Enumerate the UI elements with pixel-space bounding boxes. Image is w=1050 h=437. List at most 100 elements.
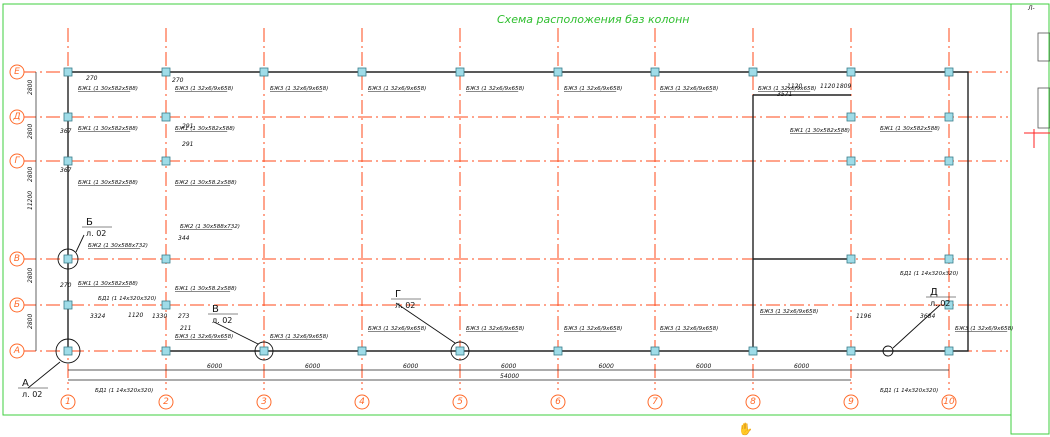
axis-bubble-col-10 bbox=[941, 394, 957, 410]
axis-bubble-col-4 bbox=[354, 394, 370, 410]
axis-bubble-row-Д bbox=[9, 109, 25, 125]
left-dimension-value: 2800 bbox=[27, 167, 34, 182]
small-dimension-value: 1120 bbox=[787, 83, 802, 90]
axis-bubble-row-label: Е bbox=[14, 67, 20, 77]
callout-sheet: л. 02 bbox=[395, 301, 415, 310]
total-dimension-value: 54000 bbox=[500, 373, 519, 380]
base-label: БЖ1 (1 30х582х588) bbox=[78, 126, 138, 132]
span-dimension-value: 6000 bbox=[501, 363, 516, 370]
base-label: БЖ3 (1 32х6/9х658) bbox=[660, 86, 718, 92]
small-dimension-value: 273 bbox=[178, 313, 190, 320]
side-detail-box-2 bbox=[1037, 87, 1050, 129]
axis-bubble-col-1 bbox=[60, 394, 76, 410]
small-dimension-value: 1120 bbox=[128, 312, 143, 319]
left-dimension-value: 2800 bbox=[27, 314, 34, 329]
side-frame bbox=[1010, 3, 1050, 435]
column-base bbox=[846, 346, 856, 356]
callout-sheet: л. 02 bbox=[930, 299, 950, 308]
base-label: БЖ3 (1 32х6/9х658) bbox=[466, 326, 524, 332]
axis-bubble-row-label: А bbox=[13, 346, 20, 356]
column-base bbox=[553, 346, 563, 356]
axis-bubble-row-label: Д bbox=[12, 112, 20, 122]
callout-leader bbox=[75, 234, 85, 253]
base-label: БЖ2 (1 30х588х732) bbox=[88, 243, 148, 249]
axis-bubble-col-2 bbox=[158, 394, 174, 410]
column-base bbox=[455, 67, 465, 77]
base-label: БЖ3 (1 32х6/9х658) bbox=[660, 326, 718, 332]
column-base bbox=[944, 346, 954, 356]
axis-bubble-row-Г bbox=[9, 153, 25, 169]
base-labels: БЖ1 (1 30х582х588) БЖ3 (1 32х6/9х658) БЖ3 … bbox=[78, 86, 1013, 394]
small-dimension-value: 367 bbox=[60, 167, 72, 174]
axis-bubble-row-label: Б bbox=[14, 300, 20, 310]
small-dimension-value: 1196 bbox=[856, 313, 871, 320]
column-base bbox=[63, 112, 73, 122]
column-base bbox=[650, 67, 660, 77]
bd-label: БД1 (1 14х320х320) bbox=[900, 271, 958, 277]
column-base bbox=[944, 112, 954, 122]
small-dimension-value: 270 bbox=[172, 77, 184, 84]
axis-bubble-col-8 bbox=[745, 394, 761, 410]
callout-leader bbox=[892, 304, 941, 349]
column-base bbox=[357, 346, 367, 356]
column-base bbox=[455, 346, 465, 356]
small-dimension-value: 344 bbox=[178, 235, 190, 242]
left-dimension-value: 2800 bbox=[27, 124, 34, 139]
column-base bbox=[63, 300, 73, 310]
callout-leader bbox=[213, 321, 259, 345]
axis-bubble-row-А bbox=[9, 343, 25, 359]
axis-bubble-row-В bbox=[9, 251, 25, 267]
base-label: БЖ1 (1 30х582х588) bbox=[78, 86, 138, 92]
base-label: БЖ2 (1 30х588х732) bbox=[180, 224, 240, 230]
axis-bubble-col-label: 8 bbox=[750, 397, 756, 407]
base-label: БЖ1 (1 30х582х588) bbox=[78, 281, 138, 287]
base-label: БЖ2 (1 30х58.2х588) bbox=[175, 180, 237, 186]
bd-label: БД1 (1 14х320х320) bbox=[880, 388, 938, 394]
callout-leader bbox=[27, 361, 61, 389]
column-base bbox=[944, 67, 954, 77]
base-label: БЖ3 (1 32х6/9х658) bbox=[466, 86, 524, 92]
column-base bbox=[944, 156, 954, 166]
base-label: БЖ1 (1 30х58.2х588) bbox=[175, 286, 237, 292]
callout-circle-Б bbox=[57, 248, 79, 270]
base-label: БЖ3 (1 32х6/9х658) bbox=[760, 309, 818, 315]
left-dimension-value: 2800 bbox=[27, 268, 34, 283]
grid-axes bbox=[22, 28, 1008, 390]
axis-bubble-col-3 bbox=[256, 394, 272, 410]
axis-bubble-col-label: 6 bbox=[555, 397, 561, 407]
column-base bbox=[161, 346, 171, 356]
column-base bbox=[944, 300, 954, 310]
axis-bubble-row-Б bbox=[9, 297, 25, 313]
base-label: БЖ3 (1 32х6/9х658) bbox=[564, 326, 622, 332]
callout-leader bbox=[395, 302, 456, 344]
base-label: БЖ3 (1 32х6/9х658) bbox=[270, 334, 328, 340]
column-base bbox=[748, 346, 758, 356]
column-base bbox=[161, 112, 171, 122]
callout-sheet: л. 02 bbox=[22, 390, 42, 399]
base-label: БЖ1 (1 30х582х588) bbox=[78, 180, 138, 186]
corner-text: Л- bbox=[1027, 5, 1035, 12]
base-label: БЖ3 (1 32х6/9х658) bbox=[564, 86, 622, 92]
axis-bubble-col-label: 4 bbox=[359, 397, 365, 407]
column-base bbox=[161, 67, 171, 77]
column-base bbox=[650, 346, 660, 356]
side-panel-fragments: Л- bbox=[1024, 5, 1050, 148]
small-dimension-value: 3571 bbox=[777, 91, 792, 98]
base-label: БЖ3 (1 32х6/9х658) bbox=[758, 86, 816, 92]
span-dimension-value: 6000 bbox=[794, 363, 809, 370]
left-dimension-value: 11200 bbox=[27, 191, 34, 210]
span-dimension-value: 6000 bbox=[207, 363, 222, 370]
span-dimension-value: 6000 bbox=[599, 363, 614, 370]
callout-letter: Д bbox=[930, 287, 938, 298]
base-label: БЖ3 (1 32х6/9х658) bbox=[175, 86, 233, 92]
column-base bbox=[161, 156, 171, 166]
column-base bbox=[259, 67, 269, 77]
hand-cursor-icon[interactable]: ✋ bbox=[738, 422, 753, 436]
base-label: БЖ3 (1 32х6/9х658) bbox=[368, 86, 426, 92]
callout-circle-Д bbox=[882, 345, 894, 357]
column-base bbox=[161, 300, 171, 310]
base-label: БЖ1 (1 30х582х588) bbox=[175, 126, 235, 132]
